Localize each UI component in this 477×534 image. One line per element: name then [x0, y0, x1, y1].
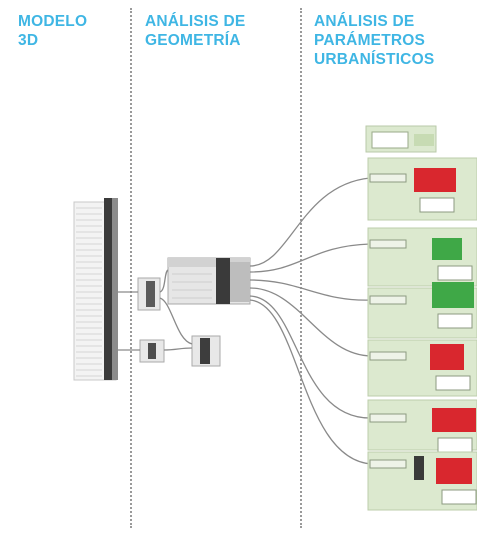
parameter-check-panel-2[interactable]	[367, 227, 477, 287]
column-title-analisis-parametros: ANÁLISIS DE PARÁMETROS URBANÍSTICOS	[314, 13, 435, 68]
result-indicator-fail	[432, 408, 476, 432]
column-title-modelo-3d: MODELO 3D	[18, 13, 88, 49]
evaluation-node[interactable]	[414, 456, 424, 480]
parameter-check-panel-6[interactable]	[367, 451, 477, 511]
result-output-panel	[435, 375, 471, 391]
result-indicator-pass	[432, 238, 462, 260]
parameter-check-panel-1[interactable]	[367, 157, 477, 221]
geometry-analysis-node-lower-a[interactable]	[139, 339, 165, 363]
result-output-panel	[437, 437, 473, 453]
parameter-input-node[interactable]	[369, 239, 407, 249]
result-indicator-fail	[414, 168, 456, 192]
parameter-input-node[interactable]	[369, 413, 407, 423]
parameter-input-node[interactable]	[369, 295, 407, 305]
parameter-input-node[interactable]	[369, 459, 407, 469]
column-title-analisis-geometria: ANÁLISIS DE GEOMETRÍA	[145, 13, 246, 49]
result-output-panel	[437, 265, 473, 281]
result-indicator-fail	[430, 344, 464, 370]
parameter-input-node[interactable]	[369, 173, 407, 183]
parameters-header-panel	[365, 125, 437, 153]
result-output-panel	[441, 489, 477, 505]
parameter-input-node[interactable]	[369, 351, 407, 361]
result-output-panel	[419, 197, 455, 213]
geometry-analysis-node-main[interactable]	[167, 257, 251, 305]
geometry-analysis-node-small[interactable]	[137, 277, 161, 311]
geometry-analysis-node-lower-b[interactable]	[191, 335, 221, 367]
result-indicator-fail	[436, 458, 472, 484]
parameter-check-panel-3[interactable]	[367, 282, 477, 339]
result-output-panel	[437, 313, 473, 329]
result-indicator-pass	[432, 282, 474, 308]
parameter-check-panel-5[interactable]	[367, 399, 477, 453]
model-3d-component[interactable]	[73, 198, 118, 381]
parameter-check-panel-4[interactable]	[367, 339, 477, 397]
column-separator-1	[130, 8, 132, 528]
column-separator-2	[300, 8, 302, 528]
